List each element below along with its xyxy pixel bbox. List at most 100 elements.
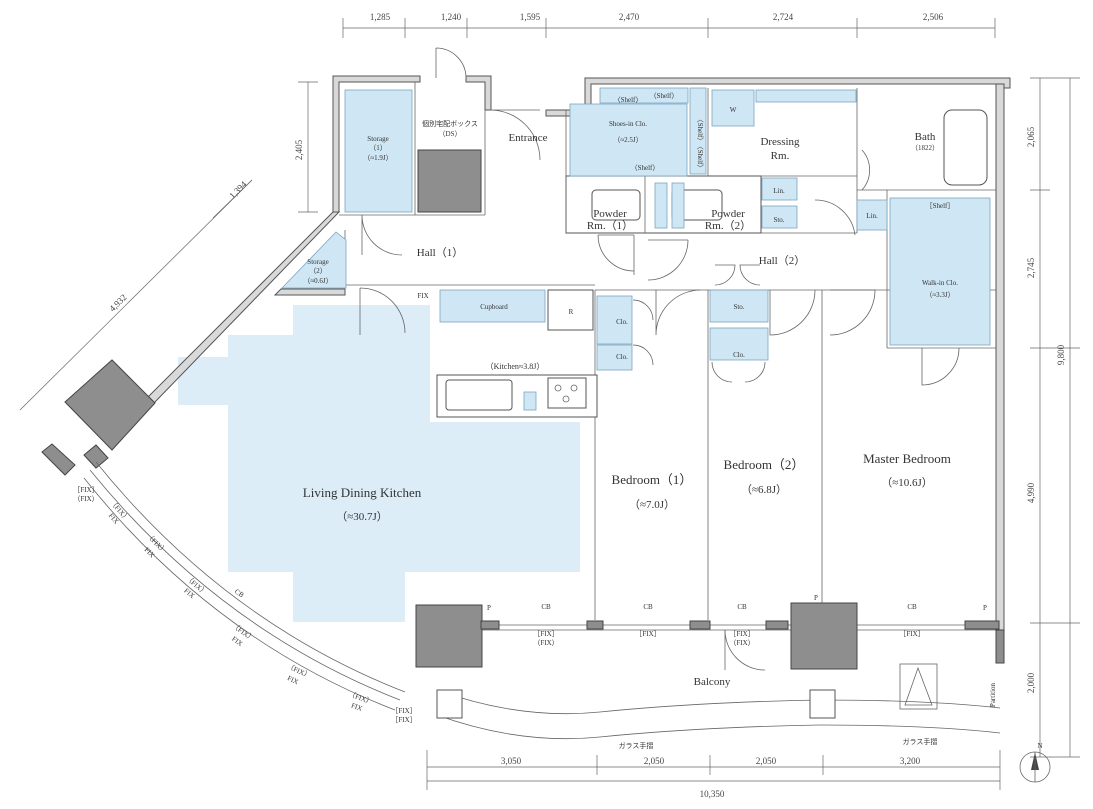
- storage-1-size: （≈1.9J）: [363, 154, 392, 162]
- walk-in-closet-label: Walk-in Clo.: [922, 279, 958, 287]
- dim-bottom-total: 10,350: [700, 789, 725, 799]
- dim-right-3: 4,990: [1026, 482, 1036, 503]
- dim-top-3: 1,595: [520, 12, 541, 22]
- storage-areas: [281, 87, 991, 371]
- storage-1-label: Storage: [367, 135, 388, 143]
- fix-label: FIX: [143, 546, 157, 560]
- hall-2-label: Hall（2）: [759, 254, 805, 267]
- columns: [41, 149, 1005, 670]
- shoes-closet-size: （≈2.5J）: [613, 136, 642, 144]
- column-bottom-right: [790, 602, 858, 670]
- fix-label: FIX: [230, 635, 244, 648]
- doors: [359, 47, 960, 671]
- ldk-label: Living Dining Kitchen: [303, 485, 422, 500]
- p-label: P: [983, 604, 987, 612]
- fix-label: FIX: [417, 292, 428, 300]
- ldk-size: （≈30.7J）: [336, 510, 388, 523]
- balcony-outline: [83, 461, 1001, 740]
- fix-label: ［FIX］: [391, 707, 416, 715]
- fix-label: FIX: [286, 674, 300, 686]
- walk-in-closet-size: （≈3.3J）: [925, 291, 954, 299]
- cb-label: CB: [737, 603, 747, 611]
- walk-in-closet-area: [889, 197, 991, 346]
- dim-top-1: 1,285: [370, 12, 391, 22]
- storage-2-size: （≈0.6J）: [303, 277, 332, 285]
- fix-label: ［FIX］: [391, 716, 416, 724]
- shoes-closet-label: Shoes-in Clo.: [609, 120, 647, 128]
- dim-top-2: 1,240: [441, 12, 462, 22]
- bottom-dimensions: 3,050 2,050 2,050 3,200 10,350: [426, 750, 1001, 799]
- dim-bottom-3: 2,050: [756, 756, 777, 766]
- bedroom-2-size: （≈6.8J）: [741, 483, 787, 496]
- fix-label: FIX: [350, 701, 363, 712]
- partition-label: Partition: [989, 682, 997, 707]
- bedroom-1-label: Bedroom（1）: [612, 472, 693, 487]
- delivery-box-label: 個別宅配ボックス: [422, 119, 478, 128]
- column-bottom-left: [415, 604, 483, 668]
- closet-label: Clo.: [616, 353, 628, 361]
- fix-label: （FIX）: [73, 495, 98, 503]
- fix-label: ［FIX］: [73, 486, 98, 494]
- storage-1-num: （1）: [369, 144, 387, 152]
- north-label: N: [1037, 742, 1042, 750]
- master-bedroom-size: （≈10.6J）: [881, 476, 933, 489]
- cb-label: CB: [907, 603, 917, 611]
- cb-label: CB: [643, 603, 653, 611]
- fix-label: （FIX）: [533, 639, 558, 647]
- powder-1-label-2: Rm.（1）: [587, 219, 633, 232]
- dim-bottom-2: 2,050: [644, 756, 665, 766]
- cupboard-label: Cupboard: [480, 303, 508, 311]
- dim-right-1: 2,065: [1026, 126, 1036, 147]
- shelf-label: ［Shelf］: [926, 202, 955, 210]
- storage-1-area: [344, 89, 413, 213]
- storage-small-label: Sto.: [733, 303, 744, 311]
- dim-left: 2,405: [294, 139, 304, 160]
- shelf-label: （Shelf）: [631, 164, 660, 172]
- room-labels: Living Dining Kitchen （≈30.7J） （Kitchen≈…: [303, 119, 958, 688]
- dim-bottom-4: 3,200: [900, 756, 921, 766]
- bedroom-2-label: Bedroom（2）: [724, 457, 805, 472]
- glass-rail-label: ガラス手摺: [619, 741, 654, 750]
- kitchen-label: （Kitchen≈3.8J）: [486, 362, 545, 371]
- fix-label: （FIX）: [729, 639, 754, 647]
- entrance-label: Entrance: [508, 132, 547, 144]
- closet-label: Clo.: [616, 318, 628, 326]
- shelf-label: 〈Shelf〉: [696, 116, 704, 145]
- ldk-area: [178, 305, 580, 622]
- bedroom-1-size: （≈7.0J）: [629, 498, 675, 511]
- master-bedroom-label: Master Bedroom: [863, 451, 951, 466]
- shelf-label: 〈Shelf〉: [696, 143, 704, 172]
- dim-top-5: 2,724: [773, 12, 794, 22]
- cb-label: CB: [541, 603, 551, 611]
- right-dimensions: 2,065 2,745 4,990 2,000 9,800: [1026, 77, 1080, 758]
- delivery-box: [417, 149, 482, 213]
- fix-label: ［FIX］: [729, 630, 754, 638]
- bath-label: Bath: [915, 131, 936, 143]
- dim-bottom-1: 3,050: [501, 756, 522, 766]
- powder-1-label: Powder: [593, 208, 627, 220]
- shelf-label: 〈Shelf〉: [614, 96, 643, 104]
- fix-label: ［FIX］: [899, 630, 924, 638]
- washer-label: W: [730, 106, 737, 114]
- hall-1-label: Hall（1）: [417, 246, 463, 259]
- dim-diag-1: 1,394: [227, 179, 249, 201]
- storage-small-label: Sto.: [773, 216, 784, 224]
- fridge-label: R: [569, 308, 574, 316]
- closet-label: Clo.: [733, 351, 745, 359]
- storage-2-area: [281, 231, 347, 289]
- dim-right-4: 2,000: [1026, 672, 1036, 693]
- dim-diag-2: 4,932: [107, 292, 128, 313]
- glass-rail-label: ガラス手摺: [903, 737, 938, 746]
- powder-2-label-2: Rm.（2）: [705, 219, 751, 232]
- dim-top-6: 2,506: [923, 12, 944, 22]
- dressing-label: Dressing: [760, 136, 800, 148]
- p-label: P: [487, 604, 491, 612]
- delivery-box-ds: （DS）: [439, 130, 462, 138]
- fixture-labels: 〈Shelf〉 （Shelf） （Shelf） 〈Shelf〉 〈Shelf〉 …: [417, 92, 1042, 750]
- dim-top-4: 2,470: [619, 12, 640, 22]
- north-arrow-icon: [1019, 751, 1051, 783]
- column-left: [64, 359, 156, 451]
- window-labels: CB CB CB CB CB P P P ［FIX］ （FIX） ［FIX］ ［…: [73, 486, 987, 724]
- dim-right-2: 2,745: [1026, 257, 1036, 278]
- linen-label: Lin.: [773, 187, 785, 195]
